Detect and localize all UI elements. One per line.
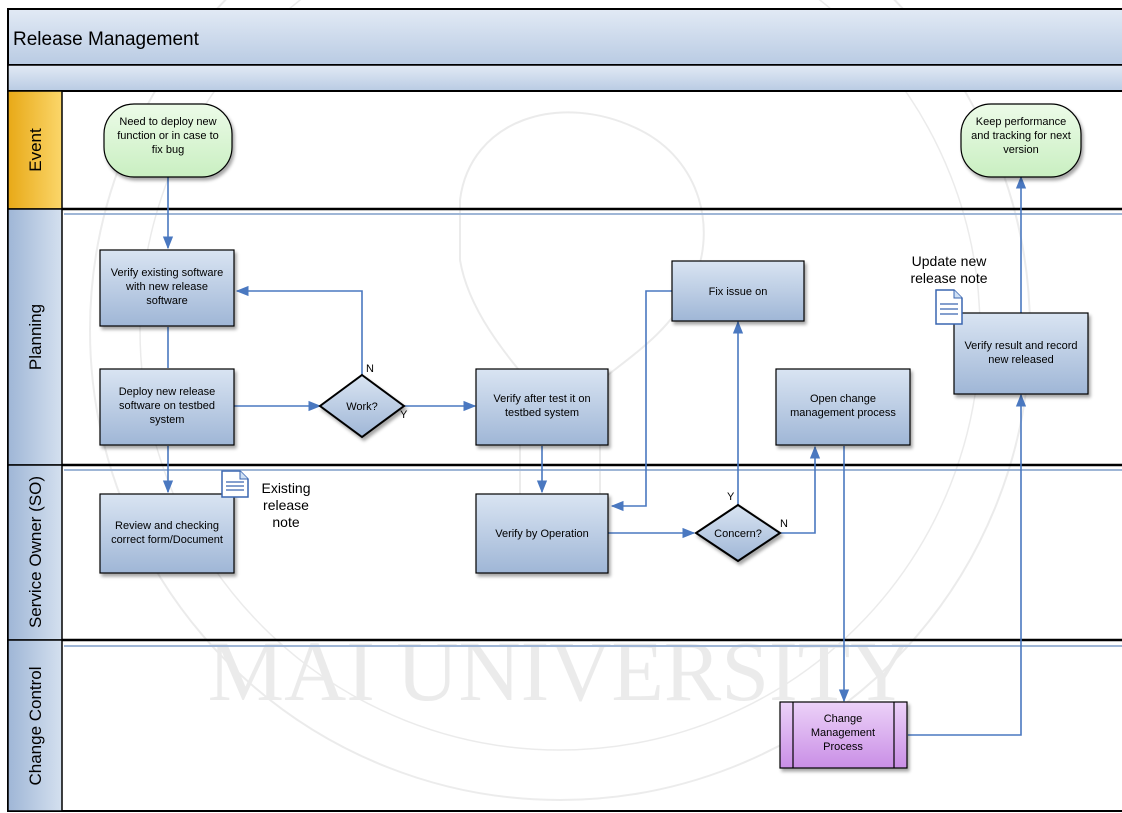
process-verify-existing-label: Verify existing software with new release… <box>111 267 224 307</box>
label-line: Update new <box>912 253 988 269</box>
process-fix-issue-label: Fix issue on <box>709 286 768 298</box>
process-verify-operation <box>475 493 609 574</box>
label-line: Need to deploy new <box>119 116 216 128</box>
edge-label-work-no: N <box>366 363 374 375</box>
process-open-change <box>775 368 911 446</box>
process-review-label: Review and checking correct form/Document <box>111 520 223 546</box>
process-verify-after <box>475 368 609 446</box>
label-line: release <box>263 497 309 513</box>
label-line: Existing <box>261 480 310 496</box>
decision-work <box>318 373 406 439</box>
label-line: management process <box>790 407 896 419</box>
process-deploy-label: Deploy new release software on testbed sys… <box>119 386 216 426</box>
label-line: Verify existing software <box>111 267 224 279</box>
label-line: with new release <box>125 281 208 293</box>
process-verify-result-label: Verify result and record new released <box>964 340 1077 366</box>
label-line: Work? <box>346 401 378 413</box>
subprocess-change-management <box>779 701 908 769</box>
process-verify-result <box>953 312 1089 395</box>
label-line: Concern? <box>714 528 762 540</box>
start-terminal-label: Need to deploy new function or in case to… <box>117 116 219 156</box>
process-review <box>99 493 235 574</box>
label-line: new released <box>988 354 1053 366</box>
label-line: Open change <box>810 393 876 405</box>
label-line: Keep performance <box>976 116 1067 128</box>
decision-concern-label: Concern? <box>714 528 762 540</box>
label-line: version <box>1003 144 1038 156</box>
edge-label-concern-yes: Y <box>727 491 735 503</box>
label-line: correct form/Document <box>111 534 223 546</box>
document-icon <box>935 289 963 325</box>
label-line: Verify after test it on <box>493 393 590 405</box>
label-line: software <box>146 295 188 307</box>
diagram-title: Release Management <box>13 29 200 50</box>
process-open-change-label: Open change management process <box>790 393 896 419</box>
lane-label-change-control: Change Control <box>26 666 45 785</box>
edge-label-work-yes: Y <box>400 409 408 421</box>
edge-concern-no <box>780 445 821 534</box>
label-line: Review and checking <box>115 520 219 532</box>
process-fix-issue <box>671 260 805 322</box>
lane-tab-event <box>7 90 63 210</box>
lane-tab-planning <box>7 208 63 466</box>
label-line: Process <box>823 741 863 753</box>
process-verify-existing <box>99 249 235 327</box>
end-terminal-label: Keep performance and tracking for next ver… <box>971 116 1071 156</box>
edge-label-concern-no: N <box>780 518 788 530</box>
label-line: software on testbed <box>119 400 215 412</box>
label-line: testbed system <box>505 407 579 419</box>
label-line: system <box>150 414 185 426</box>
label-line: function or in case to <box>117 130 219 142</box>
label-line: Change <box>824 713 863 725</box>
label-line: release note <box>910 270 987 286</box>
label-line: note <box>272 514 299 530</box>
sub-header-band <box>7 64 1122 92</box>
label-line: Fix issue on <box>709 286 768 298</box>
label-line: Deploy new release <box>119 386 216 398</box>
label-line: and tracking for next <box>971 130 1071 142</box>
decision-concern <box>694 503 782 563</box>
document-icon <box>221 470 249 498</box>
lane-label-service-owner: Service Owner (SO) <box>26 476 45 628</box>
end-terminal <box>960 103 1082 178</box>
lane-label-event: Event <box>26 128 45 172</box>
edge-change-to-verify-result <box>908 393 1027 736</box>
label-line: fix bug <box>152 144 184 156</box>
label-line: Management <box>811 727 875 739</box>
process-verify-operation-label: Verify by Operation <box>495 528 589 540</box>
process-deploy <box>99 368 235 446</box>
decision-work-label: Work? <box>346 401 378 413</box>
label-line: Verify by Operation <box>495 528 589 540</box>
process-verify-after-label: Verify after test it on testbed system <box>493 393 590 419</box>
lane-label-planning: Planning <box>26 304 45 370</box>
connectors <box>162 175 1027 736</box>
lane-tab-service-owner <box>7 464 63 641</box>
label-line: Verify result and record <box>964 340 1077 352</box>
lane-tab-change-control <box>7 639 63 812</box>
edge-fix-to-operation <box>610 290 672 512</box>
start-terminal <box>103 103 233 178</box>
edge-work-no <box>235 285 363 375</box>
